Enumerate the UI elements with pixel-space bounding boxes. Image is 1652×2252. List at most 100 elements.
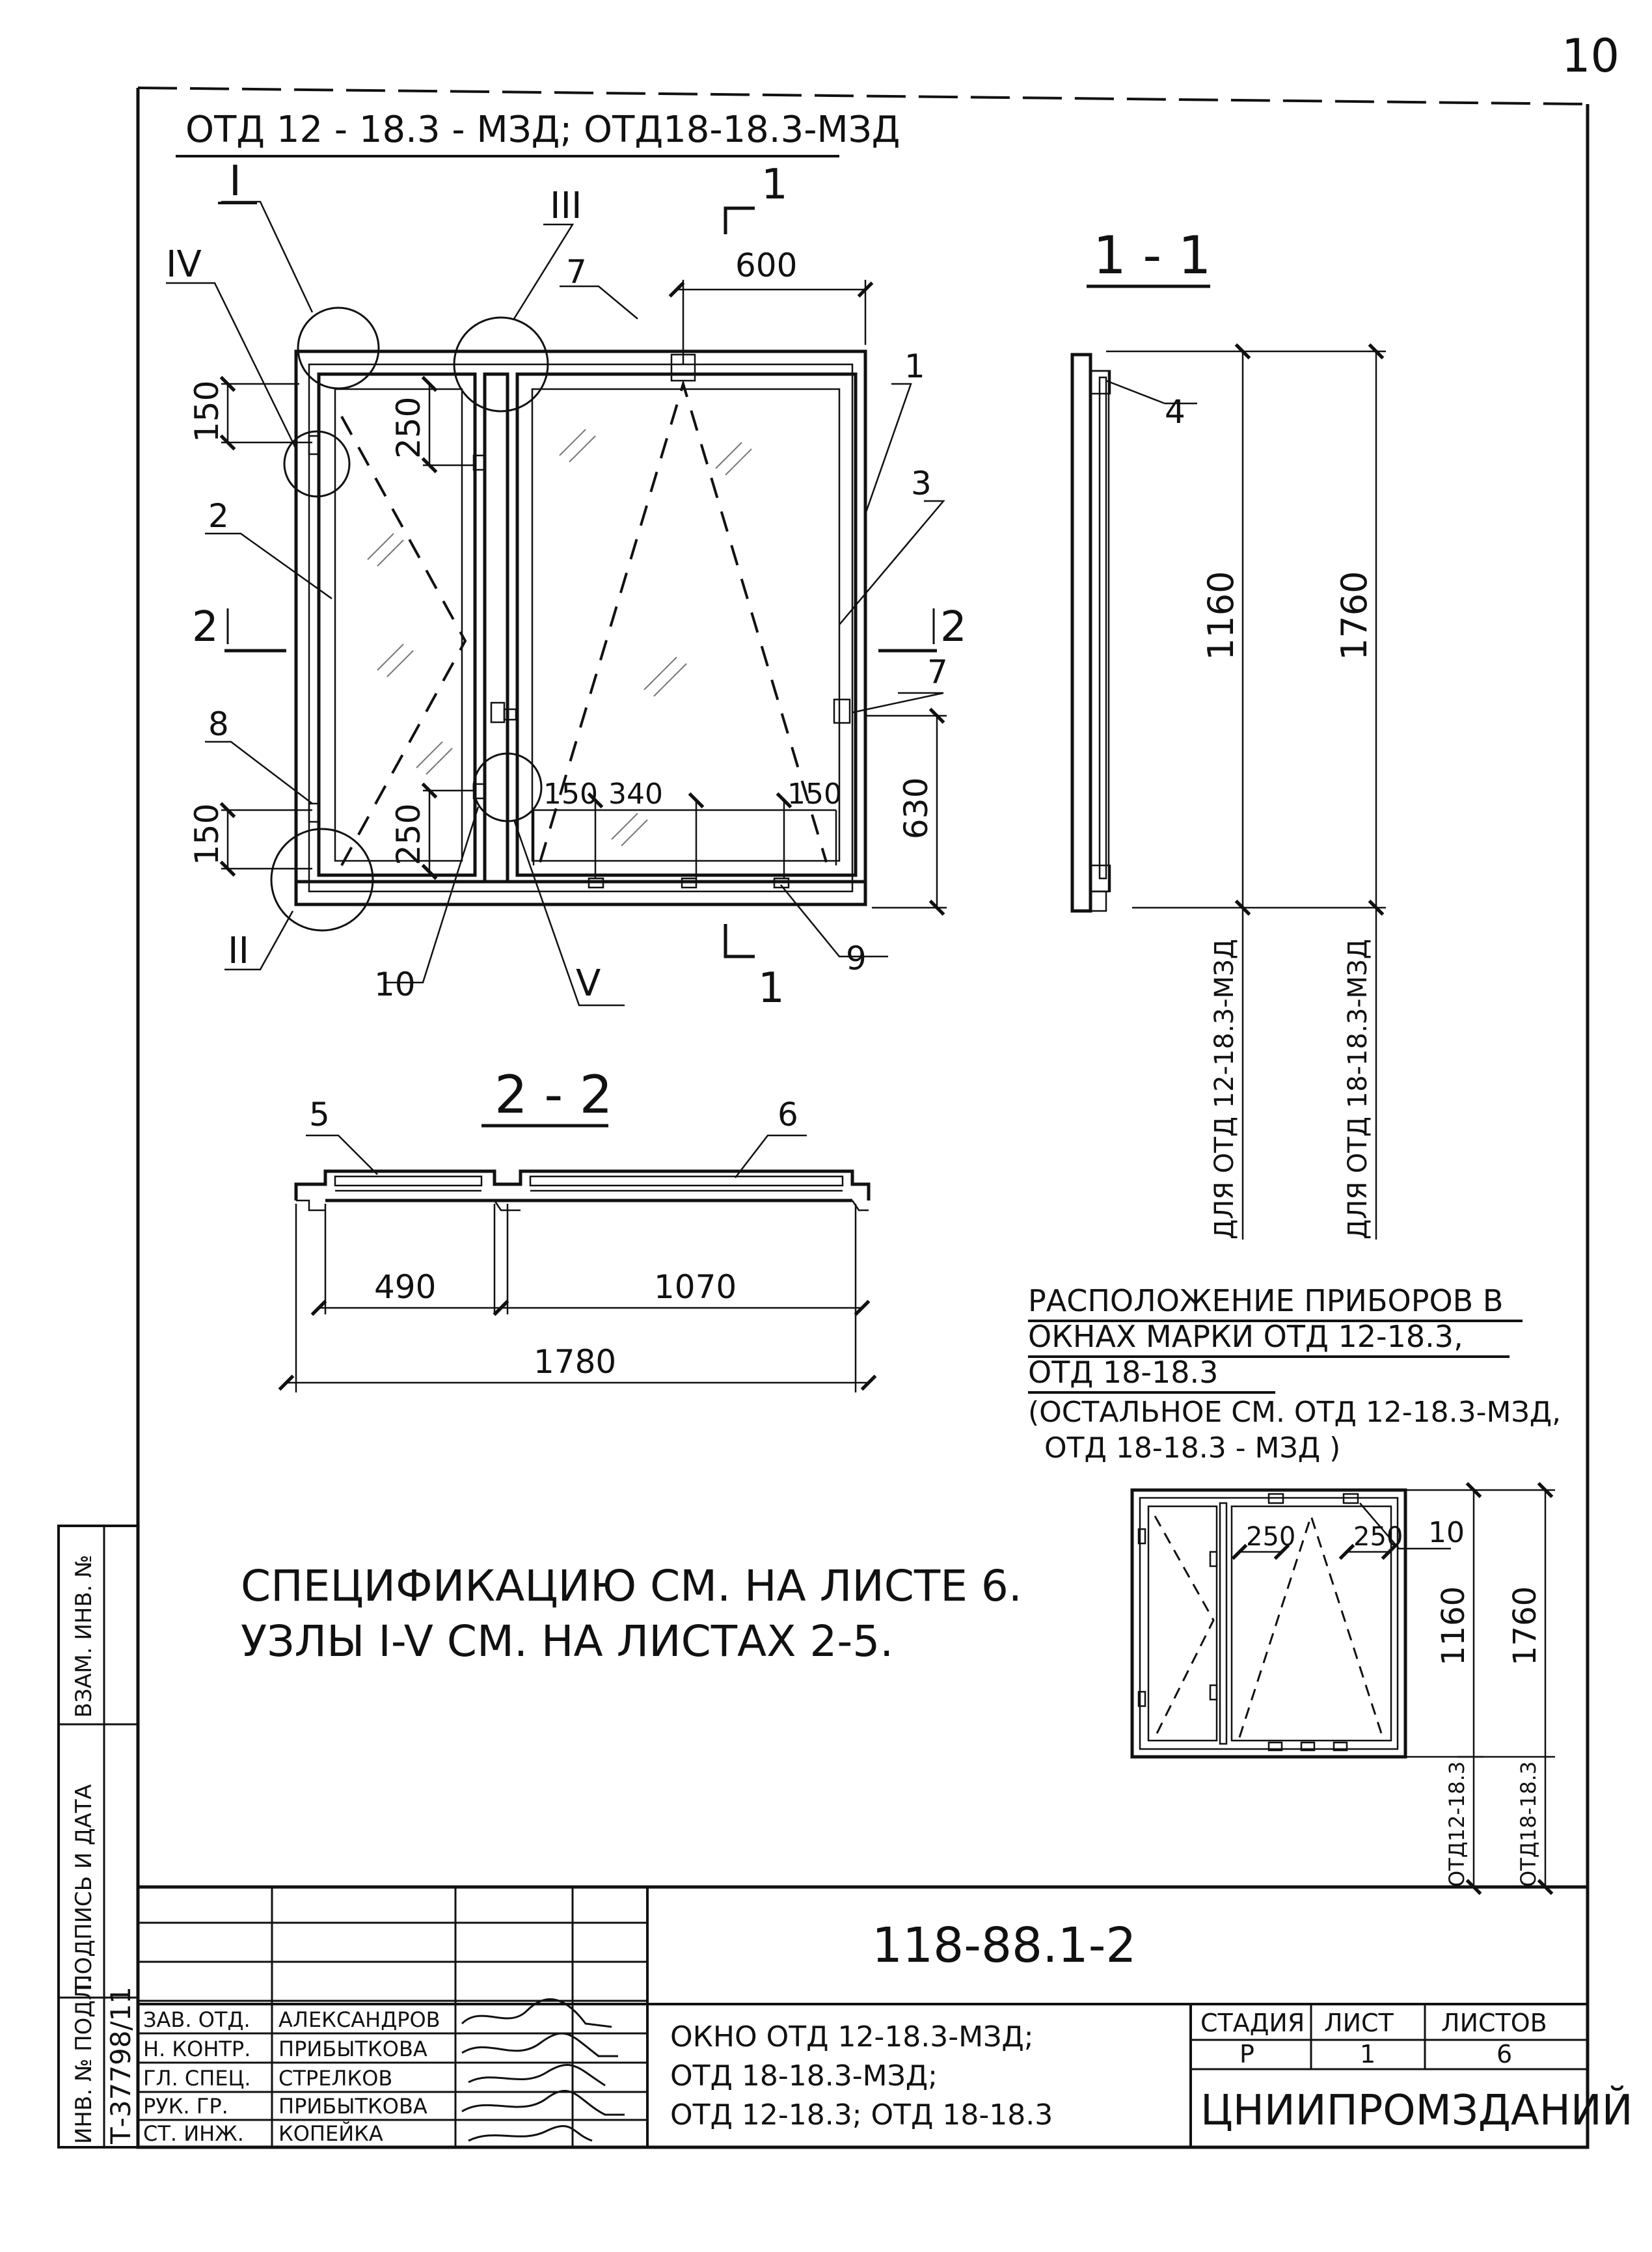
dim-hinge-upper-250: 250 <box>390 397 427 459</box>
section-2-2-dim-490: 490 <box>374 1268 436 1306</box>
role-n-kontr: Н. КОНТР. <box>143 2037 251 2061</box>
dim-bottom-340: 340 <box>608 778 663 811</box>
side-stamp-inv-podl: ИНВ. № ПОДЛ. <box>71 1977 97 2144</box>
header-title: ОТД 12 - 18.3 - МЗД; ОТД18-18.3-МЗД <box>185 109 900 151</box>
page-number: 10 <box>1562 29 1619 83</box>
section-2-2-title: 2 - 2 <box>494 1065 613 1125</box>
device-layout-item-10: 10 <box>1428 1516 1465 1549</box>
device-layout-note-b: ОТД18-18.3 <box>1516 1761 1541 1887</box>
section-2-2-item-5: 5 <box>309 1096 330 1133</box>
stage-value: Р <box>1239 2040 1254 2069</box>
title-block: 118-88.1-2 ЗАВ. ОТД. АЛЕКСАНДРОВ Н. КОНТ… <box>136 1885 1633 2149</box>
device-layout-line-3: ОТД 18-18.3 <box>1028 1355 1218 1390</box>
dim-right-630: 630 <box>897 778 935 839</box>
section-1-1: 1 - 1 4 1160 1760 ДЛЯ ОТД 12-18.3-МЗД ДЛ… <box>1070 225 1386 1240</box>
node-circle-II <box>270 828 374 932</box>
side-stamp: ВЗАМ. ИНВ. № ПОДПИСЬ И ДАТА ИНВ. № ПОДЛ.… <box>57 1525 139 2149</box>
dim-left-top-150: 150 <box>188 381 226 442</box>
side-stamp-vzam-inv: ВЗАМ. ИНВ. № <box>71 1554 97 1718</box>
left-sash-opening-lines <box>340 416 467 866</box>
svg-text:1: 1 <box>758 964 785 1012</box>
item-label-3: 3 <box>911 465 932 502</box>
right-sash <box>515 372 858 877</box>
left-sash <box>317 372 477 877</box>
item-label-7-right: 7 <box>927 653 948 691</box>
section-marker-2-left: 2 <box>192 603 286 653</box>
section-1-1-note-a: ДЛЯ ОТД 12-18.3-МЗД <box>1210 939 1239 1240</box>
section-1-1-dim-1760: 1760 <box>1334 571 1375 660</box>
item-label-7-top: 7 <box>566 253 587 291</box>
name-zav-otd: АЛЕКСАНДРОВ <box>278 2007 440 2032</box>
sheets-value: 6 <box>1496 2040 1512 2069</box>
device-layout-dim-250-left: 250 <box>1246 1522 1295 1552</box>
side-stamp-inv-value: Т-37798/11 <box>105 1987 137 2145</box>
note-specification: СПЕЦИФИКАЦИЮ СМ. НА ЛИСТЕ 6. <box>241 1561 1022 1611</box>
node-circle-III <box>453 316 549 413</box>
doc-code: 118-88.1-2 <box>872 1918 1137 1974</box>
section-1-1-item-4: 4 <box>1165 393 1185 431</box>
device-layout-line-1: РАСПОЛОЖЕНИЕ ПРИБОРОВ В <box>1028 1283 1503 1318</box>
node-label-IV: IV <box>166 243 202 286</box>
item-label-2: 2 <box>208 497 229 535</box>
section-marker-2-right: 2 <box>878 603 967 653</box>
dim-bottom-150-left: 150 <box>543 778 598 811</box>
role-ruk-gr: РУК. ГР. <box>143 2094 228 2119</box>
section-1-1-note-b: ДЛЯ ОТД 18-18.3-МЗД <box>1343 939 1373 1240</box>
name-n-kontr: ПРИБЫТКОВА <box>278 2037 427 2061</box>
device-layout-line-4: (ОСТАЛЬНОЕ СМ. ОТД 12-18.3-МЗД, <box>1028 1396 1561 1429</box>
dim-hinge-lower-250: 250 <box>390 804 427 865</box>
window-elevation: I IV III II V 7 1 2 3 7 8 9 10 1 1 2 2 <box>166 157 967 1012</box>
node-circle-I <box>297 306 380 390</box>
device-layout-dim-250-right: 250 <box>1353 1522 1403 1552</box>
device-layout-line-2: ОКНАХ МАРКИ ОТД 12-18.3, <box>1028 1319 1463 1354</box>
side-stamp-podpis: ПОДПИСЬ И ДАТА <box>71 1784 97 1991</box>
title-line-1: ОКНО ОТД 12-18.3-МЗД; <box>670 2020 1034 2054</box>
mullion <box>483 372 509 884</box>
section-marker-1-bottom: 1 <box>724 924 785 1012</box>
section-2-2-dim-1780: 1780 <box>534 1343 616 1381</box>
item-label-9: 9 <box>846 940 867 977</box>
right-sash-opening-lines <box>539 379 828 863</box>
section-2-2-dim-1070: 1070 <box>654 1268 737 1306</box>
title-line-2: ОТД 18-18.3-МЗД; <box>670 2059 938 2093</box>
item-label-10: 10 <box>374 966 416 1003</box>
section-1-1-title: 1 - 1 <box>1093 225 1212 286</box>
window-outer-frame <box>294 349 867 906</box>
node-label-I: I <box>229 157 241 206</box>
note-nodes: УЗЛЫ I-V СМ. НА ЛИСТАХ 2-5. <box>241 1616 893 1666</box>
role-zav-otd: ЗАВ. ОТД. <box>143 2007 251 2032</box>
callout-leaders <box>166 200 945 1007</box>
organization: ЦНИИПРОМЗДАНИЙ <box>1200 2085 1633 2135</box>
section-1-1-dim-1160: 1160 <box>1200 571 1241 660</box>
svg-text:2: 2 <box>192 603 219 651</box>
device-layout-note-a: ОТД12-18.3 <box>1444 1761 1469 1887</box>
sheets-header: ЛИСТОВ <box>1441 2009 1547 2037</box>
name-gl-spec: СТРЕЛКОВ <box>278 2066 392 2091</box>
node-circle-IV <box>283 430 351 498</box>
sheet-value: 1 <box>1360 2040 1375 2069</box>
node-label-II: II <box>228 930 249 972</box>
device-layout: РАСПОЛОЖЕНИЕ ПРИБОРОВ В ОКНАХ МАРКИ ОТД … <box>1028 1283 1561 1895</box>
role-gl-spec: ГЛ. СПЕЦ. <box>143 2066 251 2091</box>
node-label-V: V <box>576 962 601 1005</box>
dim-bottom-150-right: 150 <box>787 778 842 811</box>
signatures <box>461 1998 625 2142</box>
dim-top-600: 600 <box>735 247 797 284</box>
svg-text:2: 2 <box>940 603 967 651</box>
item-label-1: 1 <box>904 347 925 385</box>
sheet-header: ЛИСТ <box>1324 2009 1394 2037</box>
glass-hatching <box>367 429 752 847</box>
node-label-III: III <box>550 185 582 227</box>
node-circle-V <box>472 752 543 822</box>
section-2-2-item-6: 6 <box>778 1096 798 1133</box>
svg-text:1: 1 <box>761 161 788 209</box>
item-label-8: 8 <box>208 705 229 743</box>
device-layout-dim-1760: 1760 <box>1507 1586 1543 1666</box>
name-ruk-gr: ПРИБЫТКОВА <box>278 2094 427 2119</box>
elevation-dimension-lines <box>219 280 947 916</box>
title-line-3: ОТД 12-18.3; ОТД 18-18.3 <box>670 2098 1053 2132</box>
device-layout-line-5: ОТД 18-18.3 - МЗД ) <box>1044 1431 1340 1465</box>
section-2-2: 2 - 2 5 6 490 1070 1780 <box>278 1065 877 1392</box>
device-layout-dim-1160: 1160 <box>1435 1586 1472 1666</box>
